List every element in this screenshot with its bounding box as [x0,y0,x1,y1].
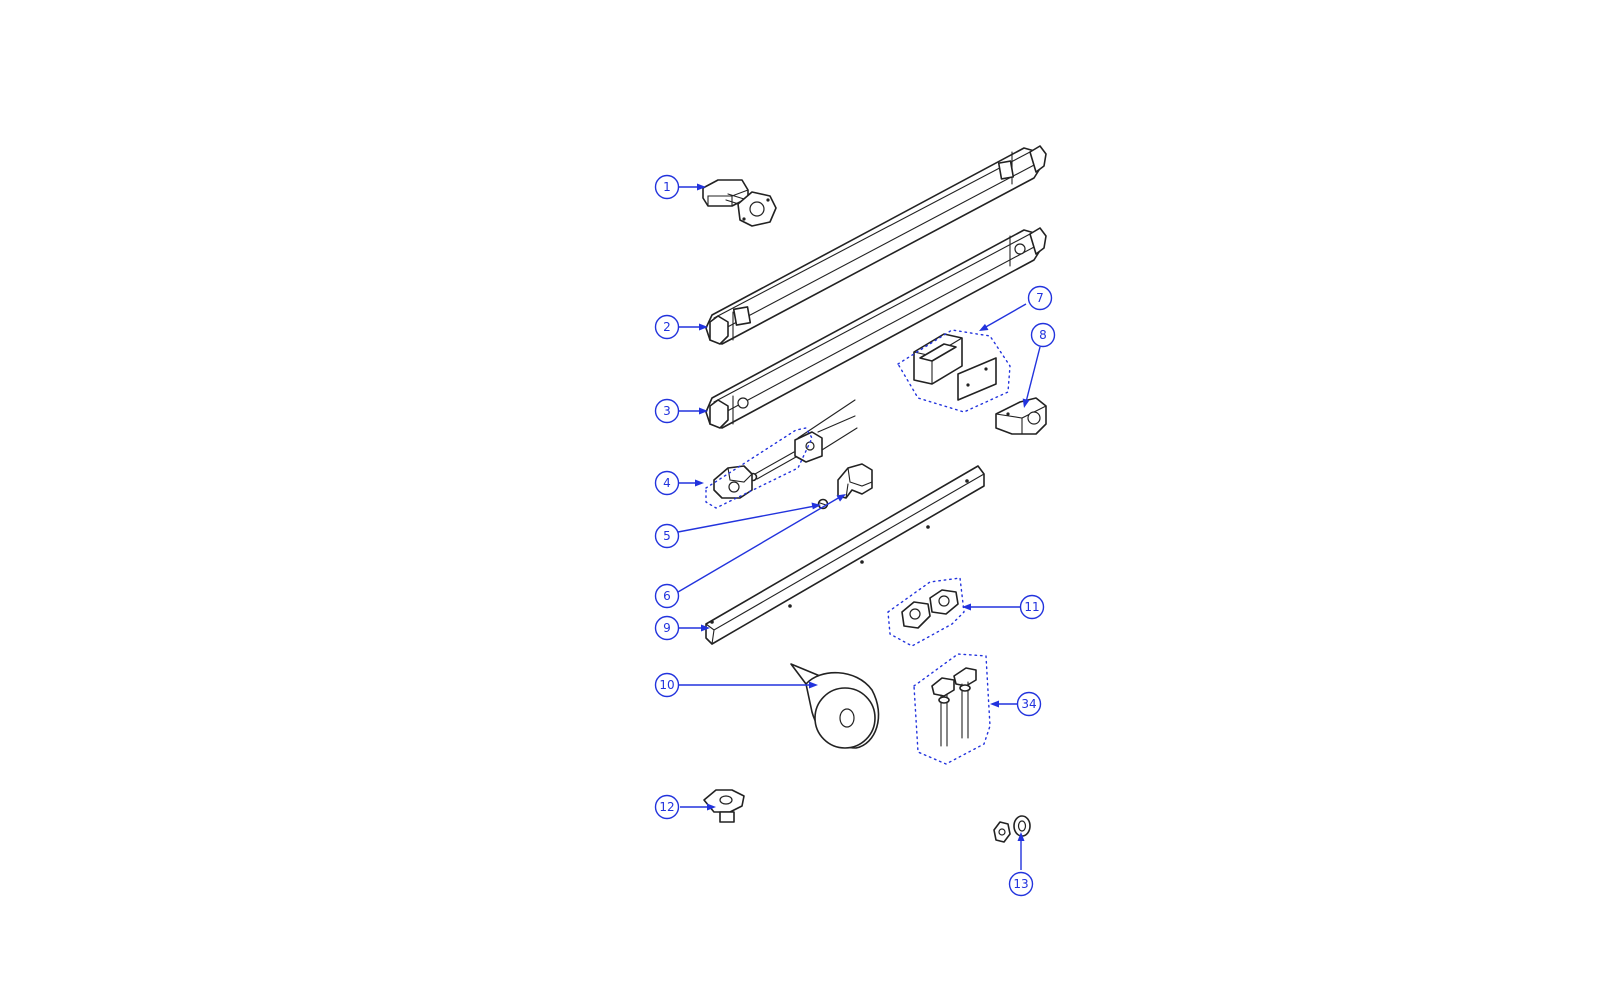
group-outline-7 [897,329,1011,413]
part-2-rail [705,145,1047,345]
callout-balloon: 13 [1008,871,1034,897]
callout-balloon: 12 [654,794,680,820]
callout-balloon: 7 [1027,285,1053,311]
callout-label: 10 [659,678,674,692]
part-11-clips [901,589,959,629]
callout-label: 1 [663,180,671,194]
callout-label: 2 [663,320,671,334]
part-6-clip [837,463,873,499]
callout-balloon: 1 [654,174,680,200]
callout-balloon: 10 [654,672,680,698]
callout-label: 7 [1036,291,1044,305]
part-3-rail [705,227,1047,429]
callout-label: 13 [1013,877,1028,891]
callout-balloon: 6 [654,583,680,609]
callout-label: 12 [659,800,674,814]
part-10-tape-roll [790,663,880,749]
callout-label: 6 [663,589,671,603]
callout-balloon: 34 [1016,691,1042,717]
part-7-sleeve-plate [913,333,997,401]
callout-label: 9 [663,621,671,635]
callout-balloon: 4 [654,470,680,496]
part-9-angle-bar [705,465,985,645]
callout-balloon: 5 [654,523,680,549]
part-13-nut-washer [993,815,1031,843]
callout-balloon: 3 [654,398,680,424]
callout-label: 3 [663,404,671,418]
callout-label: 4 [663,476,671,490]
callout-balloon: 8 [1030,322,1056,348]
group-outline-11 [887,577,965,647]
callout-balloon: 11 [1019,594,1045,620]
callout-balloon: 2 [654,314,680,340]
callout-balloon: 9 [654,615,680,641]
callout-label: 11 [1024,600,1039,614]
leader-lines [677,183,1041,870]
part-1-bracket [702,179,777,227]
part-8-bracket [995,397,1047,435]
callout-label: 8 [1039,328,1047,342]
callout-label: 34 [1021,697,1036,711]
part-34-knob-bolts [931,667,977,747]
callout-label: 5 [663,529,671,543]
group-outline-34 [913,653,991,765]
